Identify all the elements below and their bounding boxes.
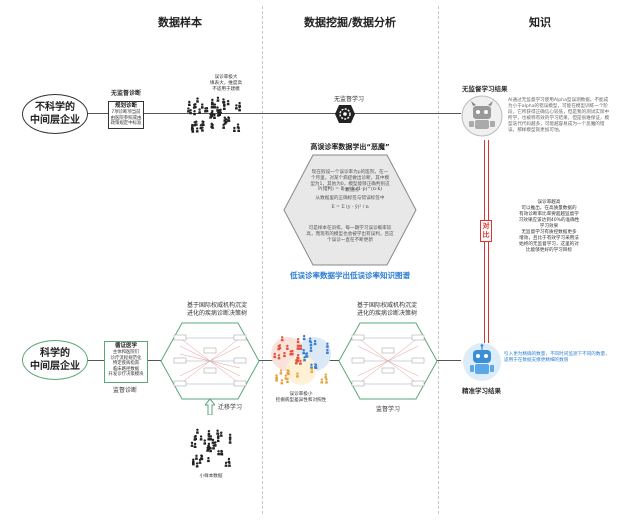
decision-tree-hexagon-2 xyxy=(338,322,438,400)
supervised-result-title: 精准学习结果 xyxy=(462,387,501,395)
hex-text-2: 从数据里的正确标签与错误标签中 xyxy=(315,196,385,201)
unsupervised-result-desc: AI通过无监督学习使用Alpha型误测数据。不能成为小于alpha的错误模型，可… xyxy=(508,98,610,133)
hex1-title: 基于国际权威机构沉淀 进化的疾病诊断决策树 xyxy=(186,302,247,317)
hex-text-3: 可是样本在训练，每一期学习误诊概率较高，而现有的模型也会被学出有误判，且这个误诊… xyxy=(306,226,394,243)
evidence-medicine-title: 循证医学 xyxy=(114,343,137,349)
compare-badge: 对比 xyxy=(480,220,492,242)
bottom-people-crowd-icon xyxy=(190,428,232,468)
planning-diagnosis-box: 规划诊断 7项诊断项当前 由医院参照或由 政策规定中标准 xyxy=(108,101,144,129)
unscientific-enterprise: 不科学的 中间层企业 xyxy=(22,94,88,134)
formula-hexagon xyxy=(283,154,417,266)
unsupervised-learning-label: 无监督学习 xyxy=(333,96,364,103)
middle-title: 高误诊率数据学出“恶魔” xyxy=(310,143,390,151)
top-flow-line xyxy=(85,113,461,114)
hex-formula-1: P(错判) = Σ p^k (1-p)^(n-k) xyxy=(317,187,383,192)
hex2-title: 基于国际权威机构沉淀 进化的疾病诊断决策树 xyxy=(356,302,417,317)
hex-text-1: 现在假设一个误诊率为p的医院，在一个月里，对某个病症做出诊断，其中模型为1，其他… xyxy=(310,170,390,193)
separator-2 xyxy=(438,6,439,514)
evidence-medicine-text: 主体和医院们 诊疗流程规范化 特定疾病指南 临床路径数据 开发诊疗决策模块 xyxy=(108,350,144,378)
top-people-crowd-icon xyxy=(186,96,242,133)
hex-formula-2: E = Σ (y - ŷ)² / n xyxy=(331,205,369,210)
good-robot-icon xyxy=(463,343,501,381)
transfer-arrow-icon xyxy=(205,399,215,415)
gear-icon xyxy=(335,105,355,123)
planning-diagnosis-text: 7项诊断项当前 由医院参照或由 政策规定中标准 xyxy=(110,110,142,127)
supervised-learning-label: 监督学习 xyxy=(375,406,400,413)
top-crowd-note: 误诊率极大 填表大，维度高 不适用于建模 xyxy=(209,75,243,92)
header-data-mining: 数据挖掘/数据分析 xyxy=(303,16,397,29)
header-data-samples: 数据样本 xyxy=(158,16,202,29)
decision-tree-hexagon-1 xyxy=(160,322,260,400)
patient-cluster-icon xyxy=(271,334,331,385)
transfer-learning-label: 迁移学习 xyxy=(218,404,243,411)
compare-desc: 误诊率越高 可以推出，在高质量数据的 有效诊断率比率要超越监督学 习效果应该达到… xyxy=(518,200,580,253)
small-sample-label: 小样本数据 xyxy=(199,474,223,479)
unsupervised-diagnosis-label: 无监督诊断 xyxy=(110,90,141,97)
scientific-enterprise: 科学的 中间层企业 xyxy=(22,340,88,380)
supervised-diagnosis-label: 监督诊断 xyxy=(112,387,137,394)
evil-robot-icon xyxy=(461,95,503,137)
evidence-medicine-box: 循证医学 主体和医院们 诊疗流程规范化 特定疾病指南 临床路径数据 开发诊疗决策… xyxy=(104,341,148,383)
unsupervised-result-title: 无监督学习结果 xyxy=(462,85,508,93)
header-knowledge: 知识 xyxy=(529,16,551,29)
low-error-highlight: 低误诊率数据学出低误诊率知识图谱 xyxy=(290,271,410,280)
supervised-result-desc: 引入更为精确的数量，不同时间监测下不同的数量，适用于在数据支撑更精细的数值 xyxy=(504,352,610,363)
separator-1 xyxy=(262,6,263,514)
planning-diagnosis-title: 规划诊断 xyxy=(114,103,137,109)
cluster-note: 误诊率极小 挖掘病型差异性和对照性 xyxy=(275,392,327,403)
